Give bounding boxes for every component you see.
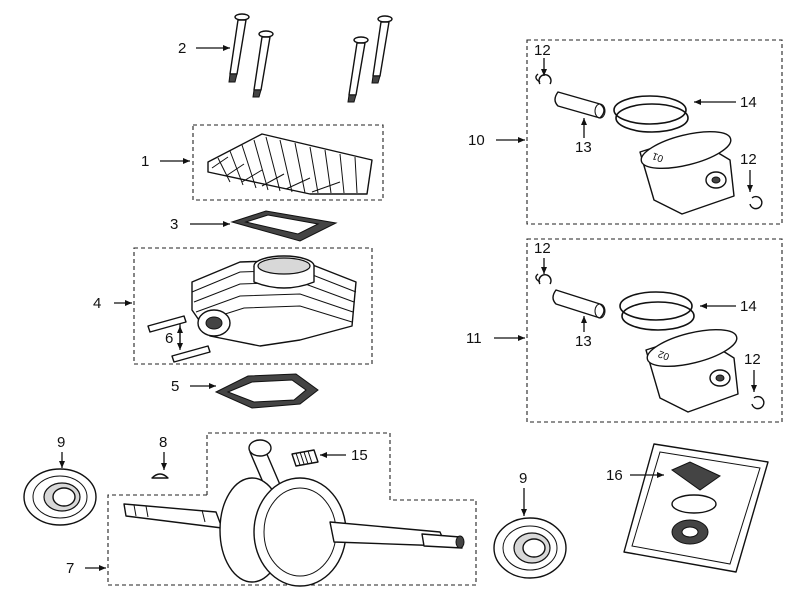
callout-16: 16: [606, 467, 623, 484]
callout-1: 1: [141, 153, 149, 170]
piston-kit-01-box: [526, 39, 783, 225]
callout-9-left: 9: [57, 434, 65, 451]
head-group-box: [192, 124, 384, 201]
bearing-right: [493, 517, 567, 579]
callout-11: 11: [466, 330, 482, 347]
callout-12-d: 12: [744, 351, 761, 368]
callout-6: 6: [165, 330, 173, 347]
piston-ring-01b: [615, 103, 689, 133]
callout-14-b: 14: [740, 298, 757, 315]
piston-ring-01a: [613, 95, 687, 125]
head-gasket: [230, 210, 338, 242]
callout-10: 10: [468, 132, 485, 149]
cylinder-group-box: [133, 247, 373, 365]
callout-8: 8: [159, 434, 167, 451]
callout-13-b: 13: [575, 333, 592, 350]
cylinder: [191, 255, 357, 347]
callout-12-b: 12: [740, 151, 757, 168]
base-gasket: [214, 373, 319, 409]
piston-kit-02: 02: [535, 273, 765, 413]
callout-7: 7: [66, 560, 74, 577]
crankshaft: [123, 439, 465, 587]
callout-15: 15: [351, 447, 368, 464]
crank-group-box: [107, 432, 477, 586]
callout-2: 2: [178, 40, 186, 57]
piston-01: 01: [639, 130, 735, 215]
cylinder-head: [207, 133, 373, 195]
studs: [147, 315, 211, 363]
piston-kit-02-box: [526, 238, 783, 423]
bearing-left: [23, 468, 97, 526]
gasket-set: [623, 443, 769, 573]
head-bolts: [228, 13, 393, 103]
callout-13-a: 13: [575, 139, 592, 156]
callout-9-right: 9: [519, 470, 527, 487]
callout-12-a: 12: [534, 42, 551, 59]
piston-mark-02: 02: [656, 348, 671, 362]
callout-5: 5: [171, 378, 179, 395]
circlip-bottom-01: [749, 195, 763, 210]
callout-14-a: 14: [740, 94, 757, 111]
piston-02: 02: [645, 328, 739, 413]
piston-kit-01: 01: [535, 73, 763, 215]
callout-4: 4: [93, 295, 101, 312]
piston-mark-01: 01: [650, 150, 665, 164]
callout-12-c: 12: [534, 240, 551, 257]
callout-3: 3: [170, 216, 178, 233]
needle-bearing: [291, 449, 319, 467]
woodruff-key: [151, 473, 169, 479]
piston-pin-01: [554, 91, 605, 119]
